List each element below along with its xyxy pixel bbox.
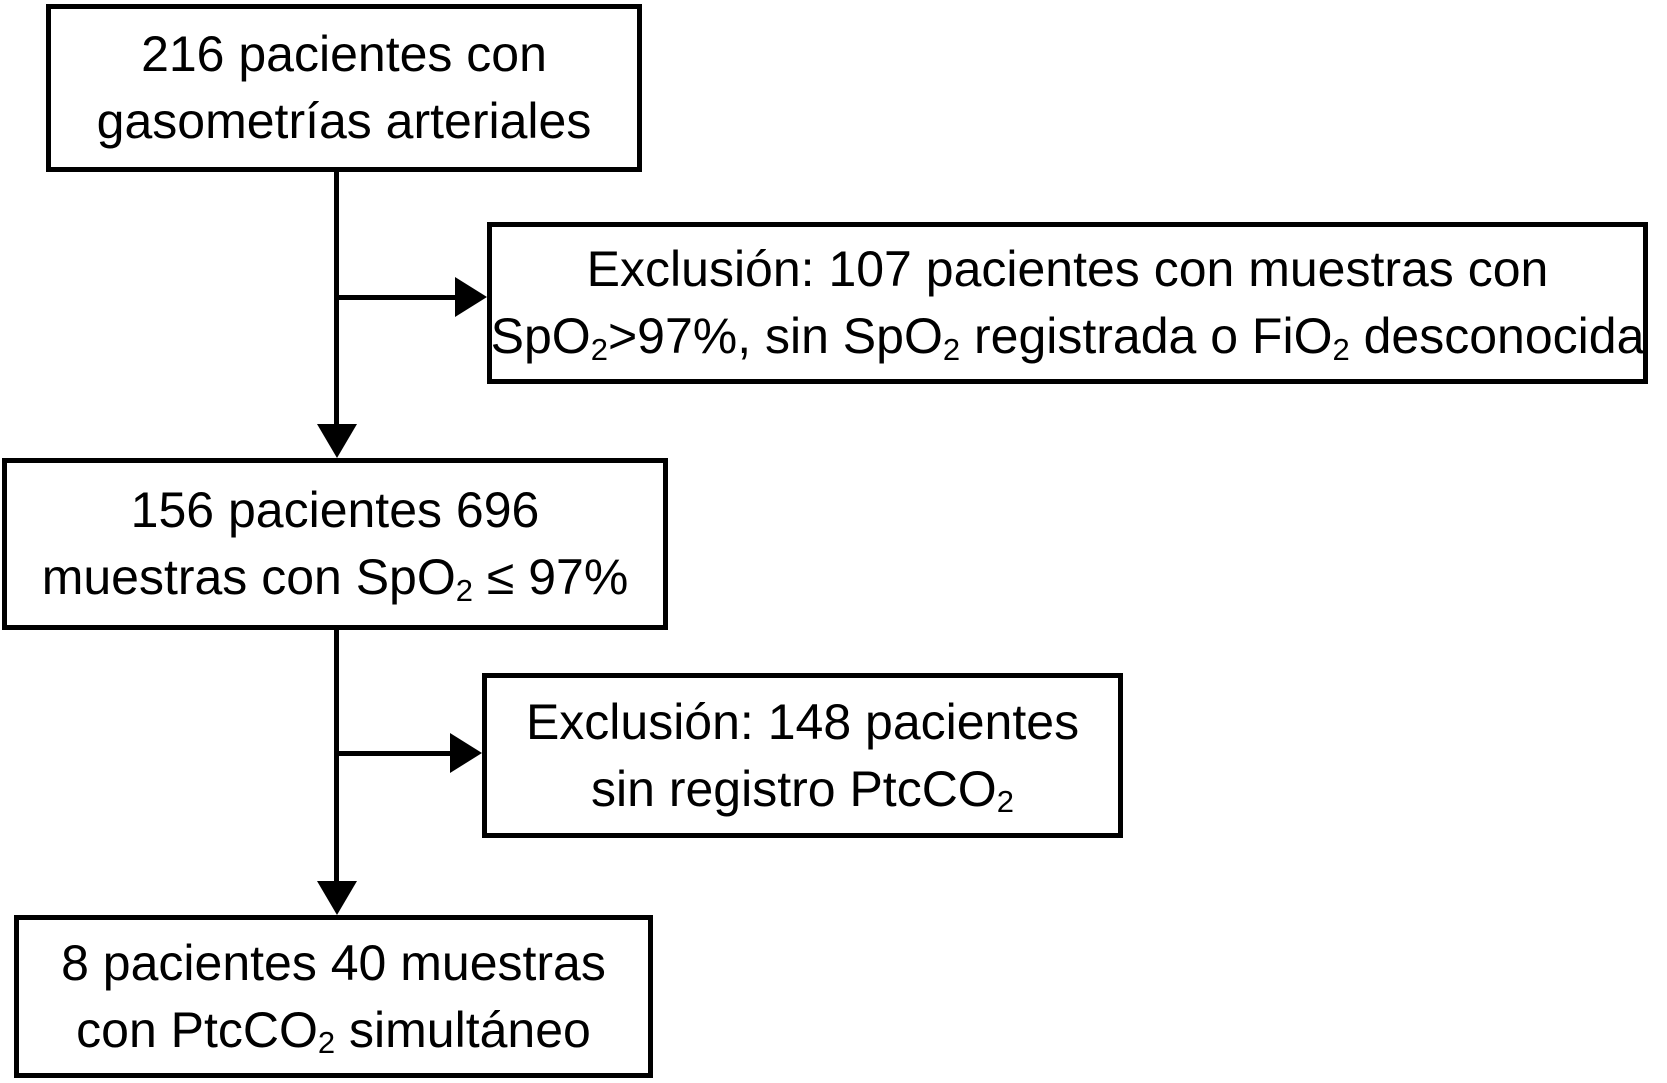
- node-216-pacientes-gasometrias: 216 pacientes con gasometrías arteriales: [46, 4, 642, 172]
- node-exclusion-107-pacientes: Exclusión: 107 pacientes con muestras co…: [487, 222, 1648, 384]
- text-line: muestras con SpO2 ≤ 97%: [41, 549, 629, 608]
- node-8-pacientes-40-muestras: 8 pacientes 40 muestras con PtcCO2 simult…: [14, 915, 653, 1078]
- arrowhead-down-icon-1: [317, 424, 357, 458]
- text-line: con PtcCO2 simultáneo: [76, 1001, 591, 1061]
- node-exclusion-148-pacientes: Exclusión: 148 pacientes sin registro Ptc…: [482, 673, 1123, 838]
- text-line: 156 pacientes 696: [130, 482, 540, 538]
- connector-line-vertical-1: [334, 172, 339, 428]
- text-line: 8 pacientes 40 muestras: [61, 934, 606, 991]
- text-line: Exclusión: 107 pacientes con muestras co…: [586, 241, 1549, 297]
- text-line: gasometrías arteriales: [96, 93, 592, 149]
- text-line: 216 pacientes con: [141, 26, 547, 82]
- arrowhead-right-icon-1: [455, 277, 487, 317]
- connector-line-vertical-2: [334, 630, 339, 884]
- connector-line-branch-1: [336, 295, 456, 300]
- connector-line-branch-2: [336, 751, 453, 756]
- text-line: sin registro PtcCO2: [591, 760, 1014, 820]
- arrowhead-right-icon-2: [450, 733, 482, 773]
- node-156-pacientes-696-muestras: 156 pacientes 696 muestras con SpO2 ≤ 97%: [2, 458, 668, 630]
- arrowhead-down-icon-2: [317, 881, 357, 915]
- text-line: SpO2>97%, sin SpO2 registrada o FiO2 des…: [490, 308, 1645, 367]
- text-line: Exclusión: 148 pacientes: [525, 693, 1080, 750]
